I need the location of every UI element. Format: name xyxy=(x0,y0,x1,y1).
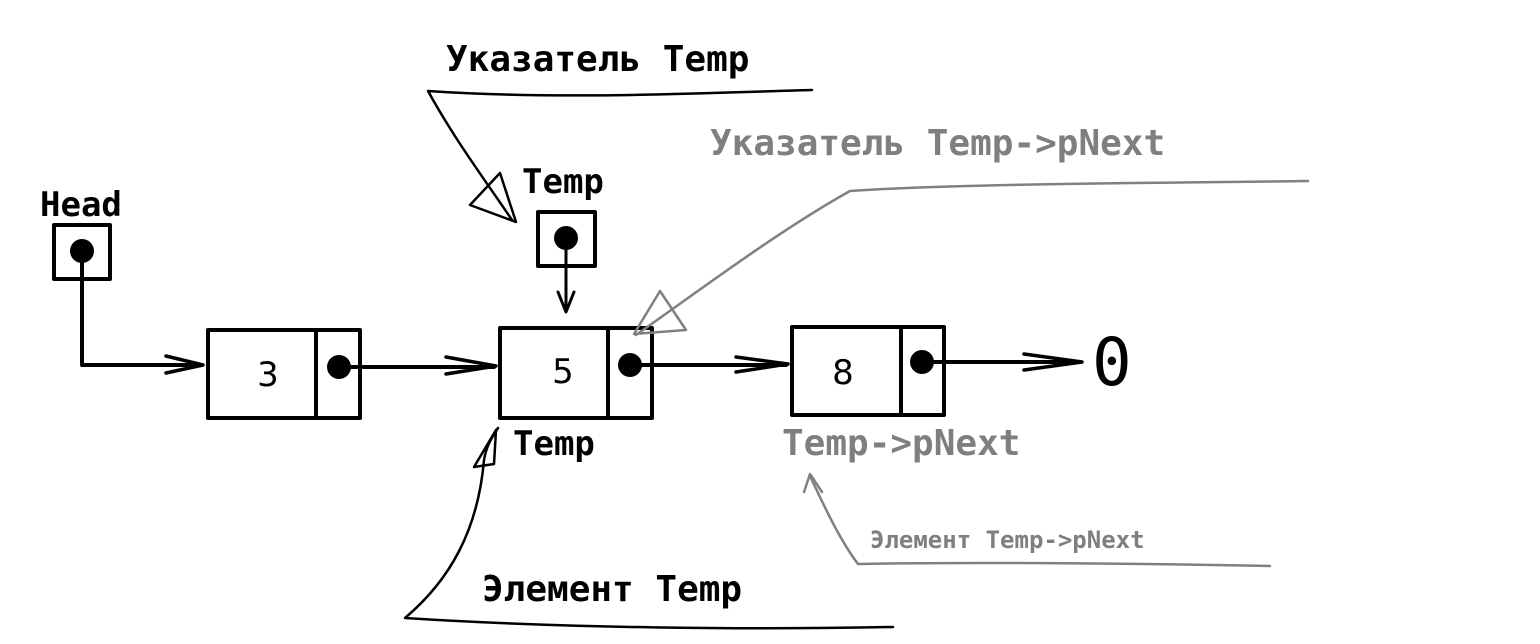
pointer-temp-pnext-callout: Указатель Temp->pNext xyxy=(710,123,1165,164)
list-node: 8 xyxy=(790,325,946,417)
temp-pointer-label: Temp xyxy=(522,162,604,202)
null-terminator: 0 xyxy=(1092,324,1132,401)
node-value: 3 xyxy=(257,355,279,395)
element-temp-pnext-label: Temp->pNext xyxy=(782,423,1020,464)
head-to-node-1-arrow xyxy=(80,249,202,367)
pointer-temp-pnext-leader-arrowhead xyxy=(632,289,688,336)
element-temp-pnext-callout: Элемент Temp->pNext xyxy=(870,526,1145,554)
node-box xyxy=(206,328,362,420)
temp-pointer-arrow xyxy=(556,236,576,314)
list-node: 3 xyxy=(206,328,362,420)
node-1-arrowhead xyxy=(444,355,498,376)
pointer-temp-leader-line xyxy=(426,88,814,222)
node-box xyxy=(498,326,654,420)
pointer-temp-leader-arrowhead xyxy=(468,171,518,224)
element-temp-leader-arrowhead xyxy=(472,428,498,469)
element-temp-label: Temp xyxy=(513,424,595,464)
pointer-temp-callout: Указатель Temp xyxy=(446,39,749,80)
element-temp-pnext-leader-line xyxy=(808,474,1272,568)
head-label: Head xyxy=(40,185,122,225)
head-arrowhead xyxy=(164,354,205,375)
node-box xyxy=(790,325,946,417)
element-temp-pnext-leader-arrowhead xyxy=(802,472,824,494)
list-node: 5 xyxy=(498,326,654,420)
node-value: 8 xyxy=(832,353,854,393)
pointer-temp-pnext-leader-line xyxy=(634,179,1310,337)
node-2-arrowhead xyxy=(734,355,790,374)
element-temp-callout: Элемент Temp xyxy=(482,569,742,610)
node-3-arrowhead xyxy=(1022,352,1084,372)
element-temp-leader-line xyxy=(403,426,895,630)
node-value: 5 xyxy=(552,352,574,392)
